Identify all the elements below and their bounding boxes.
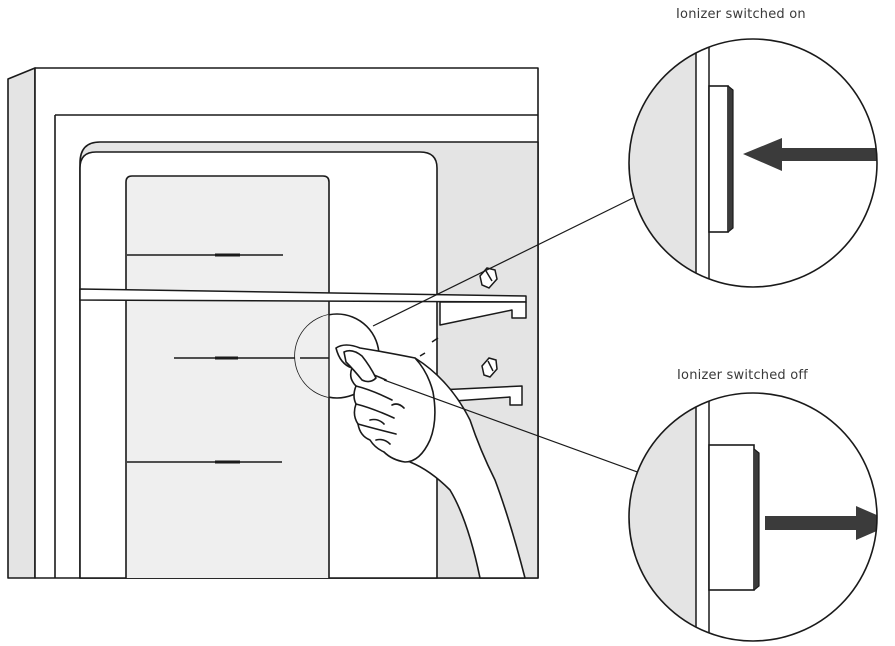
arrow-right-icon bbox=[765, 506, 877, 540]
caption-ionizer-off: Ionizer switched off bbox=[677, 368, 808, 383]
detail-ionizer-on bbox=[628, 38, 878, 288]
arrow-left-icon bbox=[743, 138, 877, 171]
detail-ionizer-off bbox=[628, 392, 878, 642]
shelf-pegs bbox=[479, 267, 498, 378]
hand-illustration bbox=[335, 344, 526, 579]
glass-shelf bbox=[79, 288, 527, 326]
leader-lines bbox=[372, 197, 644, 475]
caption-ionizer-on: Ionizer switched on bbox=[676, 7, 806, 22]
